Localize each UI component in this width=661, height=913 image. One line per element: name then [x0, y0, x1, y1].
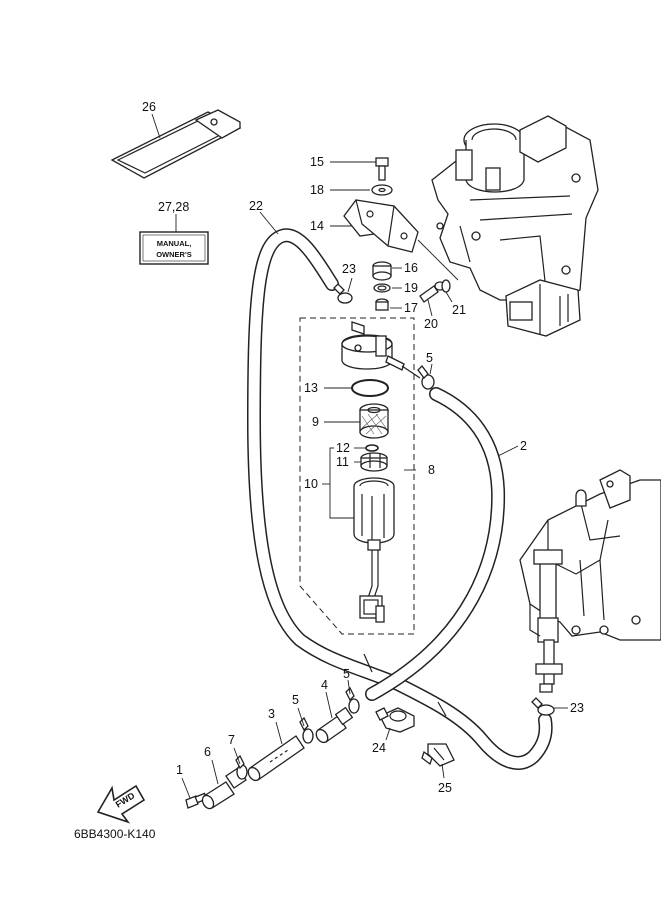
callout-21: 21	[452, 303, 466, 317]
fuel-rail-assembly	[519, 469, 661, 693]
part-15-bolt	[375, 157, 389, 181]
callout-6: 6	[204, 745, 211, 759]
part-23-hose-clip-upper	[333, 283, 353, 304]
callout-18: 18	[310, 183, 324, 197]
part-11-cap	[360, 452, 388, 472]
fwd-direction-arrow: FWD	[96, 784, 146, 824]
callout-15: 15	[310, 155, 324, 169]
part-5-hose-clip-lower-middle	[345, 686, 360, 714]
callout-23-upper: 23	[342, 262, 356, 276]
part-10-filter-cup	[353, 477, 395, 623]
callout-13: 13	[304, 381, 318, 395]
part-24-hose-holder	[375, 707, 415, 733]
part-16-grommet	[372, 261, 392, 281]
callout-12: 12	[336, 441, 350, 455]
part-25-clip	[421, 743, 455, 767]
part-20-bolt	[419, 281, 446, 303]
callout-8: 8	[428, 463, 435, 477]
callout-27-28: 27,28	[158, 200, 189, 214]
callout-20: 20	[424, 317, 438, 331]
callout-16: 16	[404, 261, 418, 275]
part-27-28-owners-manual: MANUAL, OWNER'S	[139, 231, 209, 265]
tag-line-1: MANUAL,	[157, 239, 192, 248]
callout-2: 2	[520, 439, 527, 453]
callout-17: 17	[404, 301, 418, 315]
part-3-hose	[247, 735, 305, 782]
callout-14: 14	[310, 219, 324, 233]
part-4-joint	[315, 706, 354, 744]
diagram-code: 6BB4300-K140	[74, 827, 156, 841]
callout-4: 4	[321, 678, 328, 692]
part-8-filter-head	[341, 321, 405, 371]
callout-24: 24	[372, 741, 386, 755]
part-12-o-ring	[365, 444, 379, 452]
callout-3: 3	[268, 707, 275, 721]
callout-25: 25	[438, 781, 452, 795]
part-19-o-ring	[373, 283, 391, 293]
part-9-filter-element	[359, 403, 389, 439]
part-21-washer	[441, 279, 451, 293]
callout-26: 26	[142, 100, 156, 114]
part-5-hose-clip-lower-left	[299, 716, 314, 744]
tag-line-2: OWNER'S	[156, 250, 192, 259]
part-5-hose-clip-upper	[401, 365, 435, 390]
part-26-manual-pouch	[110, 109, 242, 179]
part-2-fuel-hose	[365, 387, 506, 701]
callout-9: 9	[312, 415, 319, 429]
callout-1: 1	[176, 763, 183, 777]
part-13-o-ring	[351, 379, 389, 397]
callout-5-lower-middle: 5	[343, 667, 350, 681]
callout-10: 10	[304, 477, 318, 491]
part-22-fuel-hose	[246, 228, 553, 770]
part-23-hose-clip-lower	[531, 697, 555, 716]
callout-23-lower: 23	[570, 701, 584, 715]
callout-5-upper: 5	[426, 351, 433, 365]
callout-5-lower-left: 5	[292, 693, 299, 707]
part-7-hose-clip	[235, 754, 248, 780]
part-17-collar	[375, 298, 389, 311]
callout-19: 19	[404, 281, 418, 295]
callout-11: 11	[336, 455, 349, 469]
callout-7: 7	[228, 733, 235, 747]
throttle-body-assembly	[431, 115, 599, 337]
part-14-bracket	[343, 199, 419, 253]
part-18-washer	[371, 184, 393, 196]
callout-22: 22	[249, 199, 263, 213]
